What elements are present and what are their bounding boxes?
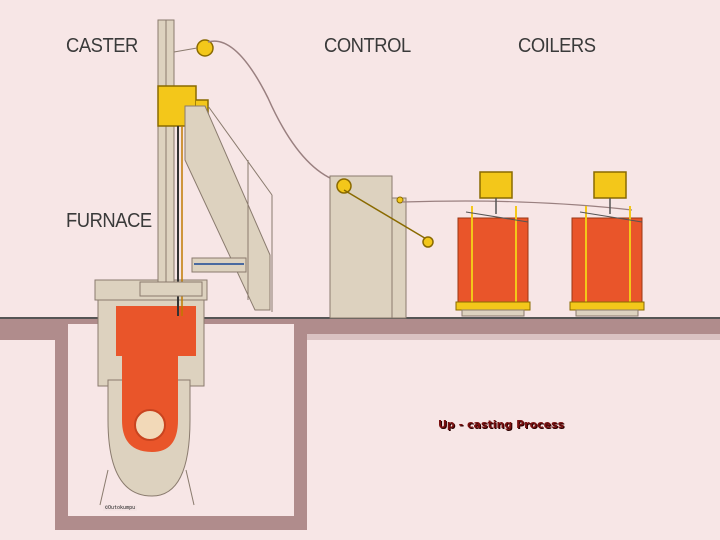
molten-metal <box>116 306 196 452</box>
coiler-1 <box>455 171 531 317</box>
label-coilers: COILERS <box>518 35 596 57</box>
label-furnace: FURNACE <box>66 210 152 232</box>
control-unit <box>329 175 434 319</box>
control-pulley <box>336 178 352 194</box>
support-frame <box>139 105 273 312</box>
guide-pulley <box>196 39 214 57</box>
image-credit: ©Outokumpu <box>103 505 138 511</box>
coiler-2 <box>569 171 645 317</box>
label-control: CONTROL <box>324 35 411 57</box>
cable-control-coilers <box>401 200 633 211</box>
cable-caster-control <box>207 40 341 183</box>
label-caster: CASTER <box>66 35 138 57</box>
diagram-caption: Up - casting Process <box>438 418 565 431</box>
metal-core <box>135 410 165 440</box>
floor-surface-right <box>307 334 720 340</box>
